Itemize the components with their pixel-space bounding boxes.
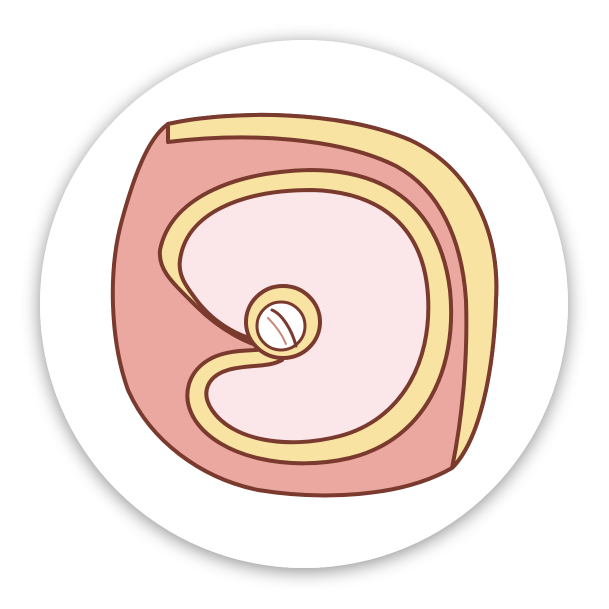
outer-yellow-band <box>166 113 499 470</box>
core-center <box>255 300 307 352</box>
core-fleck <box>267 317 287 345</box>
core-fleck <box>270 308 298 348</box>
